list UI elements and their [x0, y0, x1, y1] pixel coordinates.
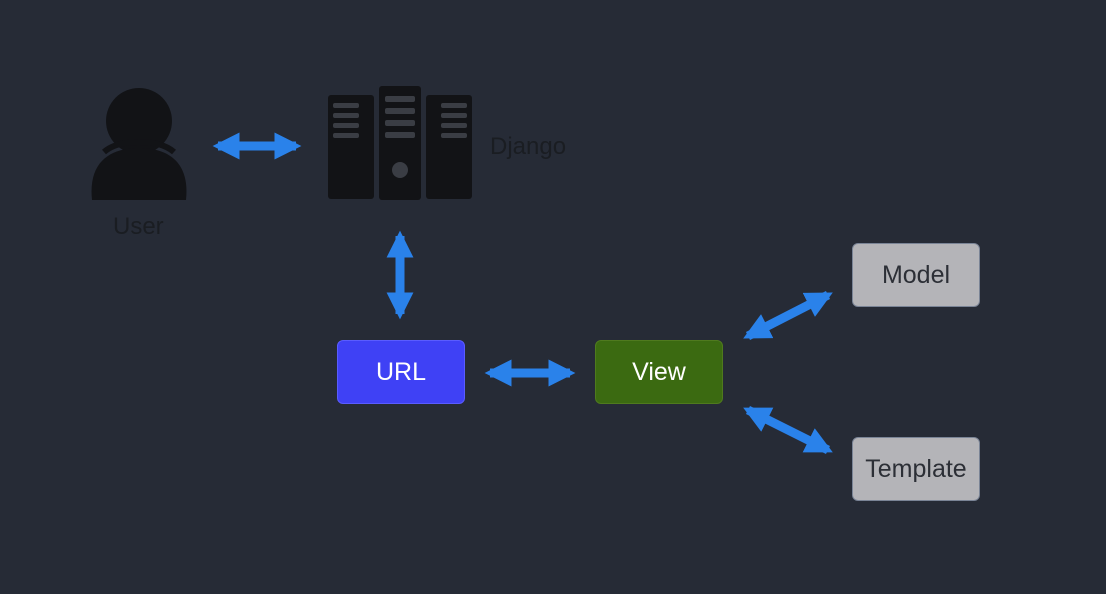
arrow-view-template	[743, 405, 833, 455]
server-icon	[328, 86, 472, 200]
model-node-label: Model	[881, 260, 951, 289]
url-node-label: URL	[375, 357, 426, 386]
user-icon	[91, 88, 187, 200]
view-node-label: View	[632, 357, 686, 386]
template-node: Template	[852, 437, 980, 501]
django-label: Django	[490, 133, 567, 160]
model-node: Model	[852, 243, 980, 307]
template-node-label: Template	[865, 454, 967, 483]
view-node: View	[595, 340, 723, 404]
url-node: URL	[337, 340, 465, 404]
user-label: User	[113, 213, 164, 240]
arrow-view-model	[743, 290, 833, 341]
